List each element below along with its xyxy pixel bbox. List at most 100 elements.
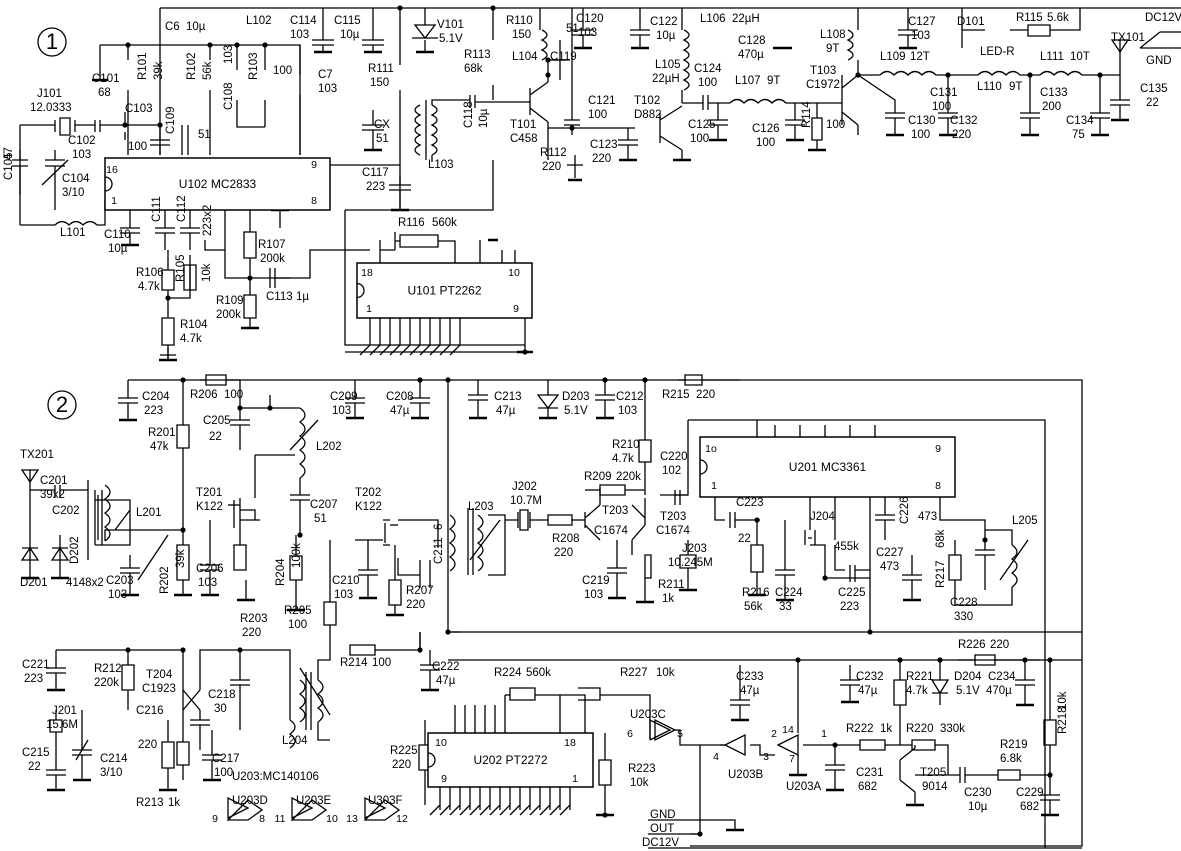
label-220: 220: [592, 153, 611, 165]
label-cx: CX: [374, 119, 390, 131]
section-markers: 12: [37, 27, 77, 420]
label-r203: R203: [240, 613, 268, 625]
label-1k: 1k: [662, 593, 674, 605]
label-r102: R102: [186, 53, 198, 81]
ic-notch: [104, 176, 113, 192]
label-10: 10µ: [968, 801, 988, 813]
label-l203: L203: [468, 501, 494, 513]
label-c227: C227: [876, 547, 904, 559]
label-100: 100: [273, 65, 292, 77]
label-c458: C458: [510, 133, 538, 145]
label-c224: C224: [775, 587, 803, 599]
label-150: 150: [512, 29, 531, 41]
label-10-245m: 10.245M: [668, 557, 713, 569]
label-r109: R109: [216, 295, 244, 307]
label-103: 103: [72, 149, 91, 161]
label-r220: R220: [906, 723, 934, 735]
label-9014: 9014: [922, 781, 948, 793]
ic-pin-number: 18: [564, 737, 576, 749]
label-r218: R218: [1057, 707, 1069, 735]
label-c118: C118: [463, 101, 475, 128]
label-c223: C223: [736, 497, 764, 509]
label-gnd: GND: [1146, 55, 1172, 67]
label-c218: C218: [208, 689, 236, 701]
label-223: 223: [840, 601, 859, 613]
label-220: 220: [542, 161, 561, 173]
pin-number: 10: [326, 813, 338, 825]
label-c228: C228: [950, 597, 978, 609]
label-c105: C105: [3, 153, 15, 181]
label-100: 100: [128, 141, 147, 153]
label-r103: R103: [248, 53, 260, 81]
label-t205: T205: [920, 767, 946, 779]
label-r114: R114: [801, 101, 813, 128]
label-r205: R205: [284, 605, 312, 617]
label-103: 103: [334, 589, 353, 601]
label-102: 102: [662, 465, 681, 477]
label-10t: 10T: [1070, 51, 1090, 63]
label-22-h: 22µH: [732, 13, 760, 25]
label-68: 68: [98, 87, 111, 99]
label-470: 470µ: [986, 685, 1012, 697]
label-r106: R106: [136, 267, 164, 279]
label-c120: C120: [576, 13, 604, 25]
pin-number: 2: [771, 728, 777, 740]
label-c208: C208: [386, 391, 414, 403]
label-c102: C102: [68, 135, 96, 147]
label-100: 100: [224, 389, 243, 401]
label-c230: C230: [964, 787, 992, 799]
label-560k: 560k: [526, 667, 551, 679]
label-c113: C113: [266, 291, 293, 303]
label-22: 22: [209, 431, 222, 443]
label-d203: D203: [562, 391, 590, 403]
ic-label: U101 PT2262: [407, 284, 481, 298]
label-22: 22: [1146, 97, 1159, 109]
label-c6: C6: [165, 21, 180, 33]
label-r211: R211: [658, 579, 685, 591]
label-c216: C216: [136, 705, 164, 717]
ic-pin-number: 18: [361, 267, 373, 279]
label-c134: C134: [1066, 115, 1094, 127]
label-j101: J101: [37, 88, 62, 100]
label-d201: D201: [20, 577, 48, 589]
label-c1674: C1674: [594, 525, 628, 537]
label-c112: C112: [176, 195, 188, 222]
ic-body: [356, 262, 533, 319]
label-51: 51: [566, 23, 579, 35]
label-103: 103: [578, 27, 597, 39]
label-d204: D204: [954, 671, 982, 683]
label-t102: T102: [634, 95, 660, 107]
label-out: OUT: [650, 823, 674, 835]
pin-number: 9: [212, 813, 218, 825]
label-c202: C202: [52, 505, 80, 517]
label-r104: R104: [180, 319, 208, 331]
pin-number: 5: [677, 728, 683, 740]
label-l107: L107: [735, 75, 761, 87]
label-r225: R225: [390, 745, 418, 757]
label-220: 220: [392, 759, 411, 771]
label-r222: R222: [846, 723, 874, 735]
label-d101: D101: [957, 16, 985, 28]
label-d202: D202: [69, 537, 81, 565]
label-c214: C214: [100, 753, 128, 765]
label-223: 223: [24, 673, 43, 685]
label-51: 51: [376, 133, 389, 145]
ic-notch: [427, 752, 436, 768]
label-l106: L106: [700, 13, 726, 25]
label-r221: R221: [906, 671, 934, 683]
label-c131: C131: [930, 87, 958, 99]
label-j201: J201: [52, 705, 77, 717]
ic-pin-number: 10: [435, 737, 447, 749]
label-u203e: U203E: [296, 795, 331, 807]
label-220: 220: [406, 599, 425, 611]
label-r101: R101: [137, 53, 149, 81]
label-220: 220: [554, 547, 573, 559]
ic-label: U102 MC2833: [179, 177, 257, 191]
label-c232: C232: [856, 671, 884, 683]
label-39k: 39k: [175, 549, 187, 568]
label-c122: C122: [650, 16, 678, 28]
label-c221: C221: [22, 659, 50, 671]
label-t203: T203: [660, 511, 686, 523]
